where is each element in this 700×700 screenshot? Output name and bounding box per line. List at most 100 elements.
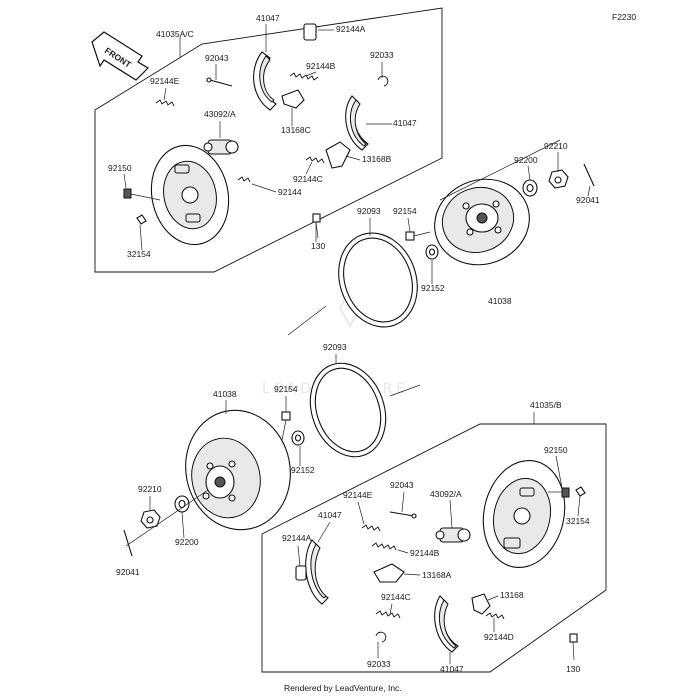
callout-92144d: 92144D xyxy=(484,632,514,642)
callout-92152-lower: 92152 xyxy=(291,465,315,475)
backing-plate-upper xyxy=(150,144,230,246)
callout-41038-upper: 41038 xyxy=(488,296,512,306)
wheel-cylinder-lower xyxy=(435,527,471,543)
spring-92144B-upper xyxy=(289,72,319,81)
callout-41047-lower-left: 41047 xyxy=(318,510,342,520)
callout-41047-upper-top: 41047 xyxy=(256,13,280,23)
brake-shoe-41047-upper-a xyxy=(253,51,277,111)
callout-43092a-upper: 43092/A xyxy=(204,109,236,119)
callout-92093-lower: 92093 xyxy=(323,342,347,352)
pin-92043-lower xyxy=(389,511,417,519)
screw-130-lower xyxy=(569,633,578,661)
callout-41047-upper-right: 41047 xyxy=(393,118,417,128)
callout-13168a: 13168A xyxy=(422,570,452,580)
callout-32154-upper: 32154 xyxy=(127,249,151,259)
callout-92043-lower: 92043 xyxy=(390,480,414,490)
callout-92041-upper: 92041 xyxy=(576,195,600,205)
callout-92144e-upper: 92144E xyxy=(150,76,180,86)
backing-plate-lower xyxy=(482,459,566,569)
callout-32154-lower: 32154 xyxy=(566,516,590,526)
seal-92093-lower xyxy=(309,362,387,458)
pin-92043-upper xyxy=(206,77,233,87)
callout-92152-upper: 92152 xyxy=(421,283,445,293)
bolt-92154-lower xyxy=(281,411,291,441)
callout-92144b-lower: 92144B xyxy=(410,548,440,558)
nut-92210-upper xyxy=(548,169,569,189)
callout-92144c-lower: 92144C xyxy=(381,592,411,602)
callout-92144b-upper: 92144B xyxy=(306,61,336,71)
spring-92144-upper xyxy=(237,176,251,183)
callout-92200-upper: 92200 xyxy=(514,155,538,165)
callout-labels: 41035A/C 41047 92144A 92043 92033 92144E… xyxy=(108,13,600,674)
spring-92144A-upper xyxy=(303,23,317,41)
bolt-92150-upper xyxy=(123,188,161,201)
callout-92154-upper: 92154 xyxy=(393,206,417,216)
bolt-32154-lower xyxy=(575,486,586,497)
clip-92033-upper xyxy=(377,75,389,87)
screw-130-upper xyxy=(312,213,321,239)
callout-92144-upper: 92144 xyxy=(278,187,302,197)
callout-41035b: 41035/B xyxy=(530,400,562,410)
spacer-92152-lower xyxy=(291,430,305,446)
callout-13168: 13168 xyxy=(500,590,524,600)
callout-92033-lower: 92033 xyxy=(367,659,391,669)
callout-92144a-upper: 92144A xyxy=(336,24,366,34)
brake-shoe-41047-lower-b xyxy=(434,595,459,653)
callout-92043-upper: 92043 xyxy=(205,53,229,63)
callout-41047-lower-bottom: 41047 xyxy=(440,664,464,674)
wheel-cylinder-upper xyxy=(203,139,239,155)
bolt-92154-upper xyxy=(405,231,431,241)
lever-13168C xyxy=(281,89,305,109)
diagram-code: F2230 xyxy=(612,12,636,22)
leader-drum-upper xyxy=(439,139,561,201)
callout-130-upper: 130 xyxy=(311,241,325,251)
spring-92144E-lower xyxy=(361,524,381,532)
bolt-32154-upper xyxy=(136,214,147,251)
brake-shoe-41047-lower-a xyxy=(305,539,329,605)
callout-92041-lower: 92041 xyxy=(116,567,140,577)
spacer-92152-upper xyxy=(425,244,439,260)
callout-13168c: 13168C xyxy=(281,125,311,135)
callout-92154-lower: 92154 xyxy=(274,384,298,394)
washer-92200-upper xyxy=(522,179,538,197)
lever-13168B xyxy=(325,141,351,169)
leader-seal-lower xyxy=(389,384,421,397)
callout-130-lower: 130 xyxy=(566,664,580,674)
leader-drum-lower xyxy=(125,489,209,547)
upper-assembly-frame xyxy=(94,7,443,273)
nut-92210-lower xyxy=(140,509,161,529)
callout-92210-upper: 92210 xyxy=(544,141,568,151)
clip-92144A-lower xyxy=(295,565,307,581)
footer-credit: Rendered by LeadVenture, Inc. xyxy=(284,683,402,693)
spring-92144C-lower xyxy=(375,610,401,619)
cotter-pin-92041-lower xyxy=(123,529,133,557)
callout-41038-lower: 41038 xyxy=(213,389,237,399)
callout-13168b: 13168B xyxy=(362,154,392,164)
callout-41035ac: 41035A/C xyxy=(156,29,194,39)
lower-assembly-frame xyxy=(261,412,607,673)
clip-92033-lower xyxy=(375,631,387,643)
callout-92200-lower: 92200 xyxy=(175,537,199,547)
seal-92093-upper xyxy=(338,232,418,328)
callout-92150-upper: 92150 xyxy=(108,163,132,173)
callout-92144a-lower: 92144A xyxy=(282,533,312,543)
brake-shoe-41047-upper-b xyxy=(345,95,369,151)
callout-92144e-lower: 92144E xyxy=(343,490,373,500)
lever-13168 xyxy=(471,593,491,615)
spring-92144C-upper xyxy=(305,156,325,164)
bolt-92150-lower xyxy=(548,487,570,498)
callout-92033-upper: 92033 xyxy=(370,50,394,60)
callout-92093-upper: 92093 xyxy=(357,206,381,216)
callout-92150-lower: 92150 xyxy=(544,445,568,455)
leader-seal-upper xyxy=(287,305,327,336)
leader-lines xyxy=(123,24,591,664)
callout-43092a-lower: 43092/A xyxy=(430,489,462,499)
spring-92144D xyxy=(485,612,505,620)
spring-92144E-upper xyxy=(155,99,175,107)
spring-92144B-lower xyxy=(371,542,397,551)
brake-drum-41038-upper xyxy=(434,178,530,266)
brake-drum-41038-lower xyxy=(185,409,291,531)
cotter-pin-92041-upper xyxy=(583,163,595,187)
lever-13168A xyxy=(373,563,405,583)
